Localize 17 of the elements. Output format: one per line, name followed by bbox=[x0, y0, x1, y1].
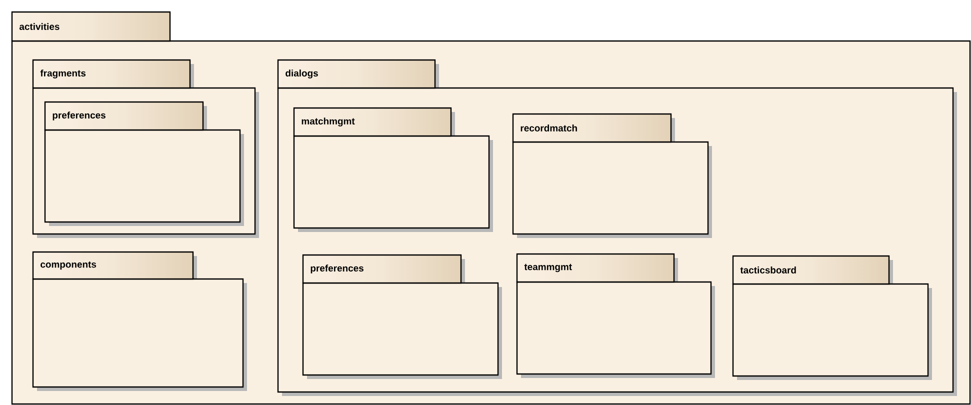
node-label: activities bbox=[19, 23, 60, 30]
node-label: matchmgmt bbox=[302, 118, 355, 126]
node-label: teammgmt bbox=[524, 264, 572, 272]
node-label: fragments bbox=[40, 70, 86, 78]
node-label: tacticsboard bbox=[740, 266, 796, 274]
package: components bbox=[32, 251, 247, 391]
node-label: preferences bbox=[310, 264, 364, 274]
node-label: dialogs bbox=[286, 70, 318, 78]
package: tacticsboard bbox=[732, 255, 932, 380]
package: recordmatch bbox=[512, 113, 712, 238]
package: matchmgmt bbox=[293, 107, 493, 232]
node-label: components bbox=[40, 261, 96, 270]
package: teammgmt bbox=[516, 253, 715, 378]
package: preferences bbox=[44, 101, 244, 226]
node-label: preferences bbox=[52, 112, 106, 120]
node-label: recordmatch bbox=[520, 124, 577, 132]
package: preferences bbox=[302, 254, 502, 379]
